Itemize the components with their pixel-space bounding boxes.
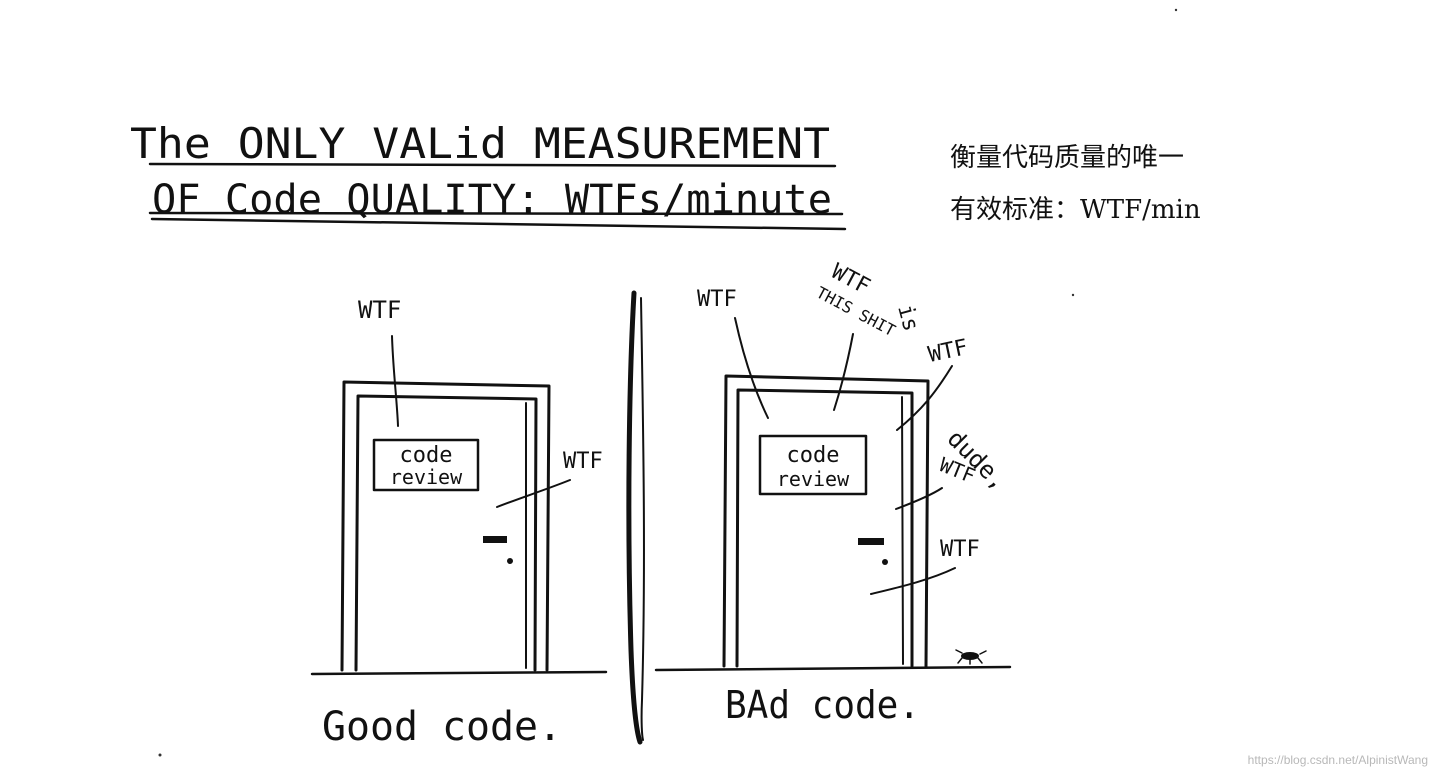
bad-pointer-bottom [870,567,956,595]
bad-door-keyhole [882,559,888,565]
good-door-frame-inner [354,394,538,672]
bad-pointer-left [734,317,769,419]
bad-wtf-is-line-2: is [892,302,923,334]
good-wtf-top: WTF [358,296,401,324]
good-sign-line-1: code [400,443,453,468]
bad-wtf-left: WTF [697,287,737,312]
bad-door-edge [901,396,904,665]
divider-line-shade [640,297,645,741]
good-pointer-top [391,335,399,427]
title-line-1: The ONLY VALid MEASUREMENT [130,119,830,168]
bad-wtf-bottom: WTF [940,537,980,562]
cockroach-icon [955,649,987,665]
good-caption: Good code. [322,704,562,750]
good-wtf-right: WTF [563,449,603,474]
speck [158,753,162,757]
bad-pointer-center [833,333,854,411]
good-pointer-right [496,479,571,508]
good-door-frame-outer [340,380,551,672]
watermark-text: https://blog.csdn.net/AlpinistWang [1247,753,1428,767]
chinese-note-line-2: 有效标准：WTF/min [950,195,1201,225]
bad-sign-line-1: code [787,443,840,468]
speck [1071,293,1075,297]
good-door [310,335,608,676]
chinese-note-line-1: 衡量代码质量的唯一 [950,143,1185,173]
bad-door-floor [654,665,1012,672]
good-door-keyhole [507,558,513,564]
bad-door-frame-outer [722,374,930,668]
bad-door-frame-inner [735,388,914,668]
bad-door-sign [758,434,868,496]
title-underline-1 [148,162,837,168]
bad-door-handle [858,538,884,545]
bad-wtf-right-top: WTF [926,335,970,368]
good-door-floor [310,670,608,676]
chinese-note: 衡量代码质量的唯一 有效标准：WTF/min [950,132,1250,236]
bad-pointer-dude [895,487,943,510]
divider-line [626,290,643,745]
good-sign-line-2: review [390,465,463,489]
bad-pointer-right-top [896,365,953,431]
bad-door [654,317,1012,672]
good-door-sign [372,438,480,492]
bad-caption: BAd code. [725,683,920,727]
speck [1174,8,1178,12]
title-underline-2 [148,211,844,216]
title-underline-3 [150,217,847,231]
bad-sign-line-2: review [777,467,850,491]
title-line-2: OF Code QUALITY: WTFs/minute [152,177,832,223]
good-door-handle [483,536,507,543]
